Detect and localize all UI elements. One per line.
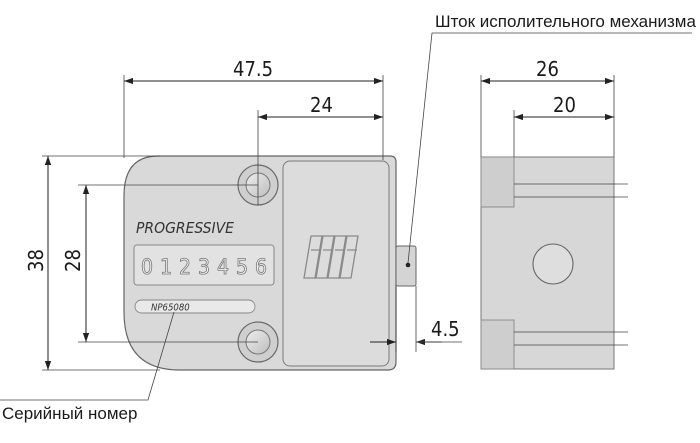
counter-digit: 4 [217, 255, 229, 279]
brand-text: PROGRESSIVE [136, 219, 234, 237]
logo-mark [303, 235, 359, 279]
serial-number-label: Серийный номер [2, 404, 137, 423]
serial-leader [0, 311, 175, 401]
dim-side-inner-depth: 20 [553, 93, 576, 117]
serial-plate [134, 299, 256, 314]
counter-digit: 5 [236, 255, 248, 279]
dim-hole-to-edge: 24 [310, 93, 333, 117]
counter-digit: 0 [141, 255, 153, 279]
dim-total-height: 38 [24, 249, 48, 272]
rod-leader [407, 32, 692, 264]
front-view: PROGRESSIVE 0 1 2 3 4 5 6 NP65080 [123, 155, 417, 371]
cover-plate [282, 160, 390, 367]
dim-total-width: 47.5 [233, 57, 273, 81]
counter-window [133, 244, 275, 286]
counter-digits: 0 1 2 3 4 5 6 [141, 255, 268, 280]
counter-digit: 3 [198, 255, 210, 279]
side-rod-circle [532, 243, 574, 285]
dim-hole-spacing: 28 [61, 249, 85, 272]
counter-digit: 2 [179, 255, 191, 279]
counter-digit: 1 [160, 255, 172, 279]
side-view [480, 156, 628, 370]
serial-text: NP65080 [151, 303, 190, 314]
dim-side-depth: 26 [536, 57, 559, 81]
counter-digit: 6 [255, 255, 267, 279]
actuator-rod-label: Шток исполительного механизма [435, 12, 696, 31]
dim-rod-offset: 4.5 [431, 317, 460, 341]
dimension-lines [0, 32, 692, 401]
